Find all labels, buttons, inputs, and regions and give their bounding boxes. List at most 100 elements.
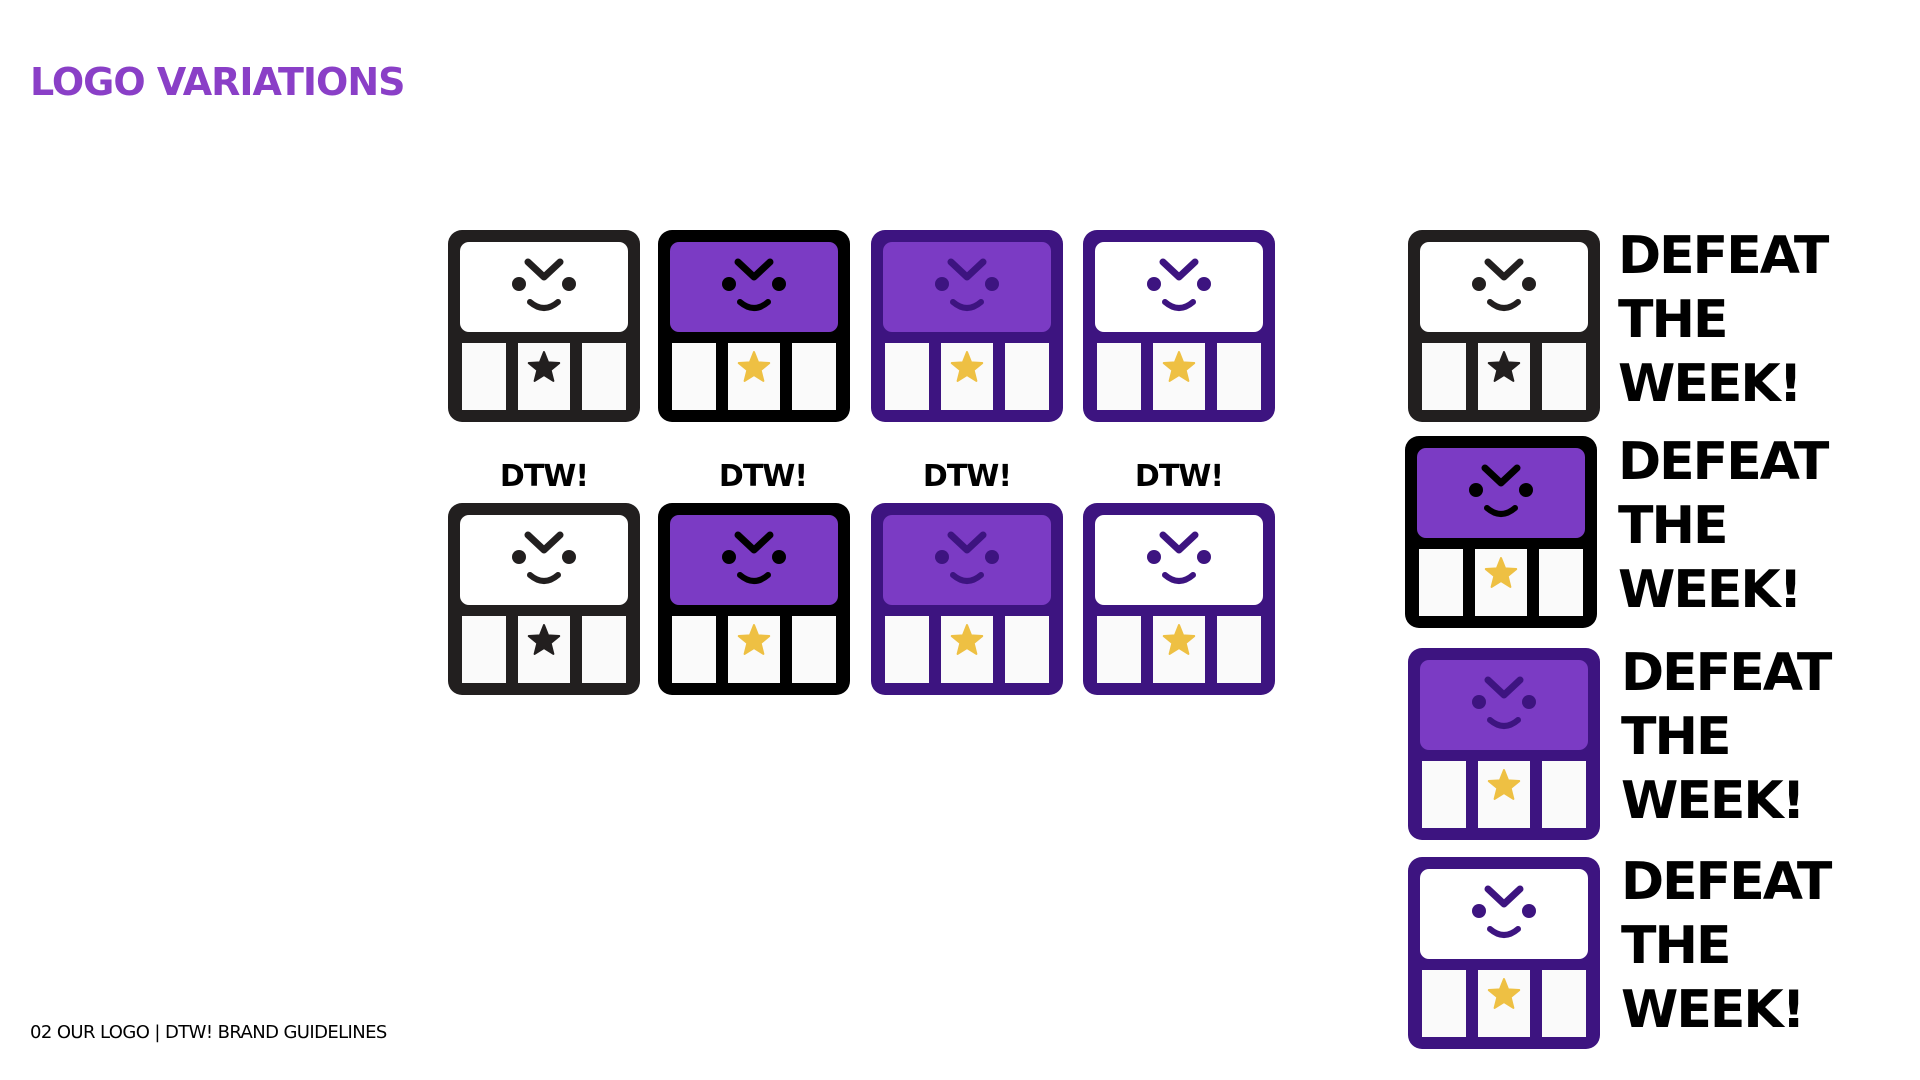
left-eye-icon — [935, 277, 949, 291]
wordmark-line-the: THE — [1618, 496, 1729, 556]
eyebrows-icon — [1484, 885, 1524, 908]
logo-cell-left — [462, 616, 506, 683]
eyebrows-icon — [947, 258, 987, 281]
logo-cell-left — [1422, 343, 1466, 410]
logo-svg — [1408, 230, 1600, 422]
logo-cell-left — [1422, 761, 1466, 828]
logo-mark-black-purple — [658, 230, 850, 422]
logo-screen — [1095, 242, 1263, 332]
left-eye-icon — [722, 550, 736, 564]
logo-cell-left — [1097, 616, 1141, 683]
logo-screen — [1417, 448, 1585, 538]
logo-cell-right — [792, 343, 836, 410]
dtw-label-2: DTW! — [718, 459, 808, 494]
logo-cell-right — [1217, 343, 1261, 410]
smile-icon — [1487, 299, 1521, 311]
logo-cell-right — [1542, 761, 1586, 828]
star-icon — [1487, 769, 1521, 800]
logo-lockup-black-purple — [1405, 436, 1597, 628]
star-icon — [950, 351, 984, 382]
smile-icon — [950, 572, 984, 584]
star-icon — [737, 624, 771, 655]
left-eye-icon — [512, 277, 526, 291]
logo-screen — [883, 515, 1051, 605]
right-eye-icon — [1519, 483, 1533, 497]
logo-cell-right — [582, 616, 626, 683]
logo-cell-right — [1005, 343, 1049, 410]
wordmark-line-the: THE — [1621, 707, 1732, 767]
left-eye-icon — [935, 550, 949, 564]
logo-screen — [670, 515, 838, 605]
footer-text: 02 OUR LOGO | DTW! BRAND GUIDELINES — [30, 1022, 387, 1043]
eyebrows-icon — [734, 258, 774, 281]
eyebrows-icon — [947, 531, 987, 554]
eyebrows-icon — [1159, 531, 1199, 554]
logo-screen — [1420, 869, 1588, 959]
left-eye-icon — [1472, 277, 1486, 291]
logo-svg — [871, 503, 1063, 695]
right-eye-icon — [772, 277, 786, 291]
logo-svg — [448, 230, 640, 422]
wordmark-line-week: WEEK! — [1618, 354, 1802, 414]
wordmark-dark-purple-filled: DEFEAT THE WEEK! — [1621, 641, 1832, 833]
wordmark-line-defeat: DEFEAT — [1621, 852, 1832, 912]
wordmark-black-purple: DEFEAT THE WEEK! — [1618, 430, 1829, 622]
logo-svg — [1405, 436, 1597, 628]
right-eye-icon — [1522, 695, 1536, 709]
right-eye-icon — [1197, 550, 1211, 564]
right-eye-icon — [985, 277, 999, 291]
logo-cell-left — [1419, 549, 1463, 616]
logo-lockup-charcoal — [1408, 230, 1600, 422]
logo-lockup-dark-purple-white — [1408, 857, 1600, 1049]
left-eye-icon — [1469, 483, 1483, 497]
left-eye-icon — [722, 277, 736, 291]
smile-icon — [950, 299, 984, 311]
left-eye-icon — [1147, 550, 1161, 564]
eyebrows-icon — [1481, 464, 1521, 487]
right-eye-icon — [1522, 904, 1536, 918]
logo-svg — [1408, 857, 1600, 1049]
logo-cell-right — [1005, 616, 1049, 683]
smile-icon — [737, 299, 771, 311]
smile-icon — [1487, 717, 1521, 729]
logo-cell-left — [462, 343, 506, 410]
smile-icon — [1162, 572, 1196, 584]
logo-screen — [883, 242, 1051, 332]
logo-screen — [1420, 660, 1588, 750]
left-eye-icon — [1472, 904, 1486, 918]
right-eye-icon — [1197, 277, 1211, 291]
logo-cell-left — [1422, 970, 1466, 1037]
logo-cell-left — [885, 616, 929, 683]
logo-screen — [670, 242, 838, 332]
logo-cell-left — [1097, 343, 1141, 410]
wordmark-line-defeat: DEFEAT — [1621, 643, 1832, 703]
right-eye-icon — [985, 550, 999, 564]
star-icon — [527, 624, 561, 655]
wordmark-line-defeat: DEFEAT — [1618, 432, 1829, 492]
logo-cell-left — [672, 616, 716, 683]
eyebrows-icon — [1484, 258, 1524, 281]
logo-cell-right — [1539, 549, 1583, 616]
smile-icon — [527, 572, 561, 584]
smile-icon — [737, 572, 771, 584]
star-icon — [1162, 351, 1196, 382]
eyebrows-icon — [1159, 258, 1199, 281]
wordmark-line-defeat: DEFEAT — [1618, 226, 1829, 286]
star-icon — [1484, 557, 1518, 588]
dtw-label-1: DTW! — [499, 459, 589, 494]
star-icon — [527, 351, 561, 382]
logo-dtw-charcoal — [448, 503, 640, 695]
logo-screen — [1095, 515, 1263, 605]
page-title: LOGO VARIATIONS — [30, 60, 406, 104]
logo-svg — [1083, 230, 1275, 422]
star-icon — [950, 624, 984, 655]
logo-cell-left — [885, 343, 929, 410]
smile-icon — [527, 299, 561, 311]
smile-icon — [1487, 926, 1521, 938]
wordmark-line-week: WEEK! — [1621, 980, 1805, 1040]
dtw-label-3: DTW! — [922, 459, 1012, 494]
wordmark-line-the: THE — [1621, 916, 1732, 976]
logo-svg — [871, 230, 1063, 422]
logo-svg — [1083, 503, 1275, 695]
left-eye-icon — [1147, 277, 1161, 291]
